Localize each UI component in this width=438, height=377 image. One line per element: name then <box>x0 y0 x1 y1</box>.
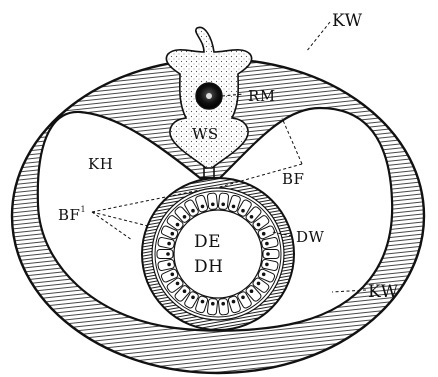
epithelial-cell-nucleus <box>232 205 236 209</box>
epithelial-cell-nucleus <box>171 273 175 277</box>
epithelial-cell <box>263 250 279 259</box>
label-kh: KH <box>88 155 113 173</box>
epithelial-cell <box>207 298 218 315</box>
epithelial-cell-nucleus <box>250 215 254 219</box>
label-kw-right: KW <box>368 282 399 302</box>
epithelial-cell <box>157 250 173 259</box>
epithelial-cell-nucleus <box>241 296 245 300</box>
epithelial-cell-nucleus <box>211 203 215 207</box>
gut-lumen <box>174 210 262 298</box>
epithelial-cell-nucleus <box>167 263 171 267</box>
label-de: DE <box>194 232 221 252</box>
epithelial-cell <box>207 193 218 210</box>
epithelial-cell-nucleus <box>262 273 266 277</box>
epithelial-cell <box>218 298 229 315</box>
label-rm: RM <box>248 87 276 105</box>
epithelial-cell-nucleus <box>266 252 270 256</box>
epithelial-cell-nucleus <box>171 232 175 236</box>
epithelial-cell-nucleus <box>221 302 225 306</box>
epithelial-cell-nucleus <box>201 205 205 209</box>
epithelial-cell-nucleus <box>201 300 205 304</box>
epithelial-cell-nucleus <box>221 203 225 207</box>
epithelial-cell-nucleus <box>257 282 261 286</box>
epithelial-cell-nucleus <box>265 242 269 246</box>
epithelial-cell-nucleus <box>257 223 261 227</box>
label-kw-top: KW <box>332 11 363 31</box>
spinal-canal <box>206 93 212 99</box>
label-dw: DW <box>296 228 325 246</box>
epithelial-cell-nucleus <box>191 209 195 213</box>
epithelial-cell-nucleus <box>241 209 245 213</box>
epithelial-cell-nucleus <box>166 252 170 256</box>
epithelial-cell-nucleus <box>211 302 215 306</box>
epithelial-cell-nucleus <box>176 282 180 286</box>
label-bf: BF <box>282 170 304 188</box>
epithelial-cell-nucleus <box>232 300 236 304</box>
epithelial-cell-nucleus <box>183 289 187 293</box>
epithelial-cell-nucleus <box>191 296 195 300</box>
epithelial-cell-nucleus <box>183 215 187 219</box>
label-ws: WS <box>192 125 219 143</box>
epithelial-cell-nucleus <box>265 263 269 267</box>
label-dh: DH <box>194 257 223 277</box>
epithelial-cell-nucleus <box>262 232 266 236</box>
epithelial-cell <box>218 193 229 210</box>
epithelial-cell-nucleus <box>167 242 171 246</box>
epithelial-cell-nucleus <box>250 289 254 293</box>
epithelial-cell-nucleus <box>176 223 180 227</box>
